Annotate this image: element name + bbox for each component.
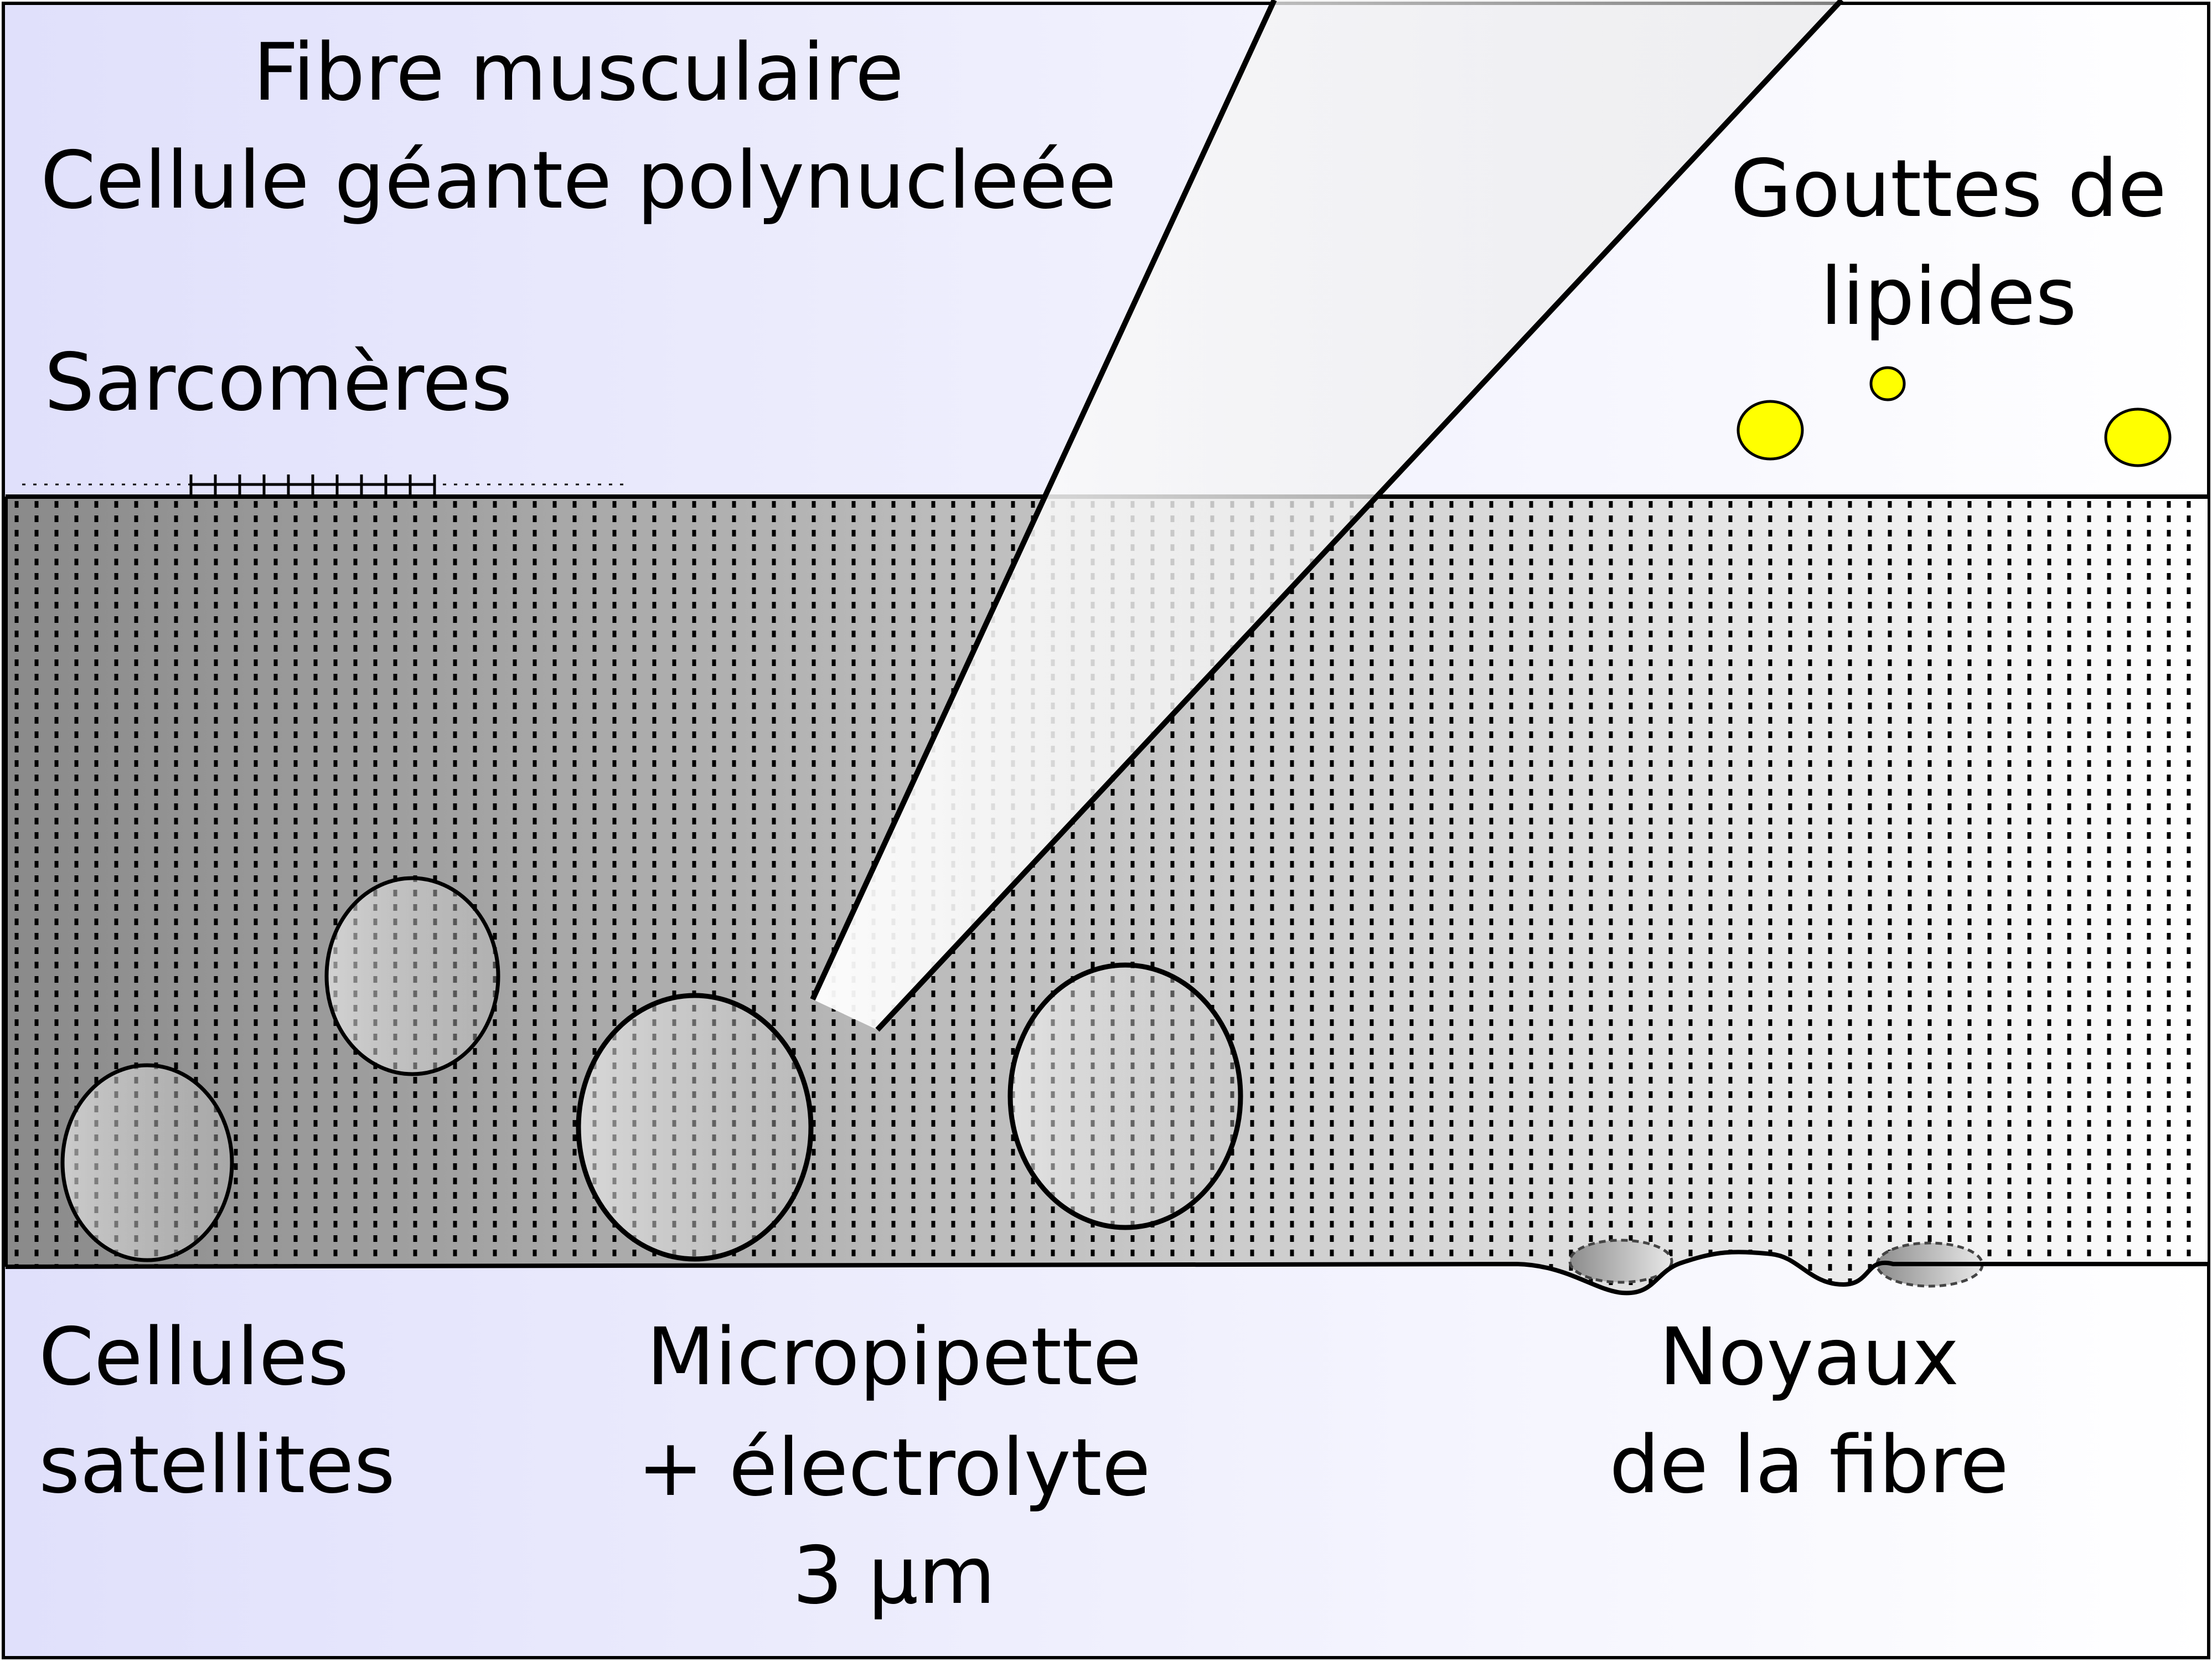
satellite-cell (60, 1063, 234, 1262)
pipette-label-line-2: + électrolyte (637, 1421, 1150, 1514)
nuclei-label-line-1: Noyaux (1659, 1311, 1959, 1403)
micropipette-edge (810, 0, 1277, 1001)
sarcomere-scale (22, 474, 628, 494)
title-line-2: Cellule géante polynucleée (40, 134, 1117, 226)
lipid-droplet (1736, 400, 1804, 461)
pipette-label-line-3: 3 µm (793, 1529, 996, 1622)
satellite-cell (324, 876, 500, 1076)
satellite-cell (576, 993, 814, 1262)
lipids-label-line-1: Gouttes de (1730, 142, 2167, 235)
lipid-droplet (2104, 407, 2172, 467)
satellite-cells (60, 876, 1243, 1262)
fibre-nuclei (1568, 1239, 1984, 1288)
title-line-1: Fibre musculaire (253, 26, 904, 118)
satellite-cell (1007, 962, 1243, 1230)
micropipette-body (813, 0, 1842, 1030)
nuclei-label-line-2: de la fibre (1609, 1418, 2009, 1511)
satellite-label-line-1: Cellules (39, 1311, 349, 1403)
lipids-label-line-2: lipides (1820, 250, 2076, 343)
lipid-droplets (1736, 366, 2172, 467)
satellite-label-line-2: satellites (39, 1418, 395, 1511)
pipette-label-line-1: Micropipette (647, 1311, 1141, 1403)
fibre-nucleus (1568, 1239, 1673, 1284)
lipid-droplet (1869, 366, 1906, 401)
sarcomeres-label: Sarcomères (44, 336, 513, 429)
micropipette (810, 0, 1844, 1032)
micropipette-edge (875, 0, 1844, 1032)
